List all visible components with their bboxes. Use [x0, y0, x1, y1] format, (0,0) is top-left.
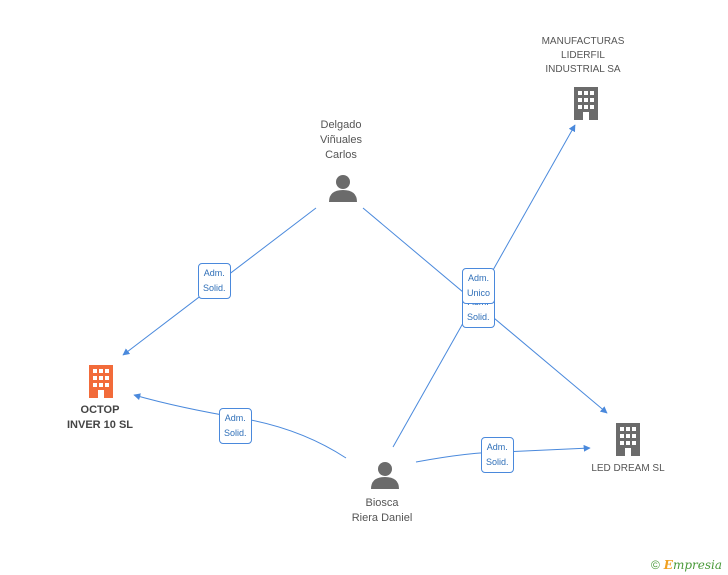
building-icon[interactable] [612, 422, 644, 456]
edges [122, 124, 608, 463]
copyright-icon: © [650, 558, 660, 572]
person-label-biosca: Biosca Riera Daniel [351, 497, 413, 524]
company-label-led-dream: LED DREAM SL [591, 463, 665, 474]
person-icon[interactable] [328, 173, 358, 203]
edge-label-biosca-led: Adm. Solid. [481, 437, 514, 473]
person-icon[interactable] [370, 460, 400, 490]
edge-label-biosca-octop: Adm. Solid. [219, 408, 252, 444]
edge-label-delgado-octop: Adm. Solid. [198, 263, 231, 299]
company-label-manufacturas: MANUFACTURAS LIDERFIL INDUSTRIAL SA [541, 36, 625, 75]
building-icon[interactable] [85, 364, 117, 398]
company-label-octop: OCTOP INVER 10 SL [66, 404, 134, 431]
edge-label-biosca-manufacturas: Adm. Unico [462, 268, 496, 304]
person-label-delgado: Delgado Viñuales Carlos [320, 119, 362, 161]
building-icon[interactable] [570, 86, 602, 120]
brand-initial: E [663, 558, 673, 572]
brand-name: mpresia [672, 558, 722, 572]
footer-brand: ©Empresia [651, 558, 722, 572]
